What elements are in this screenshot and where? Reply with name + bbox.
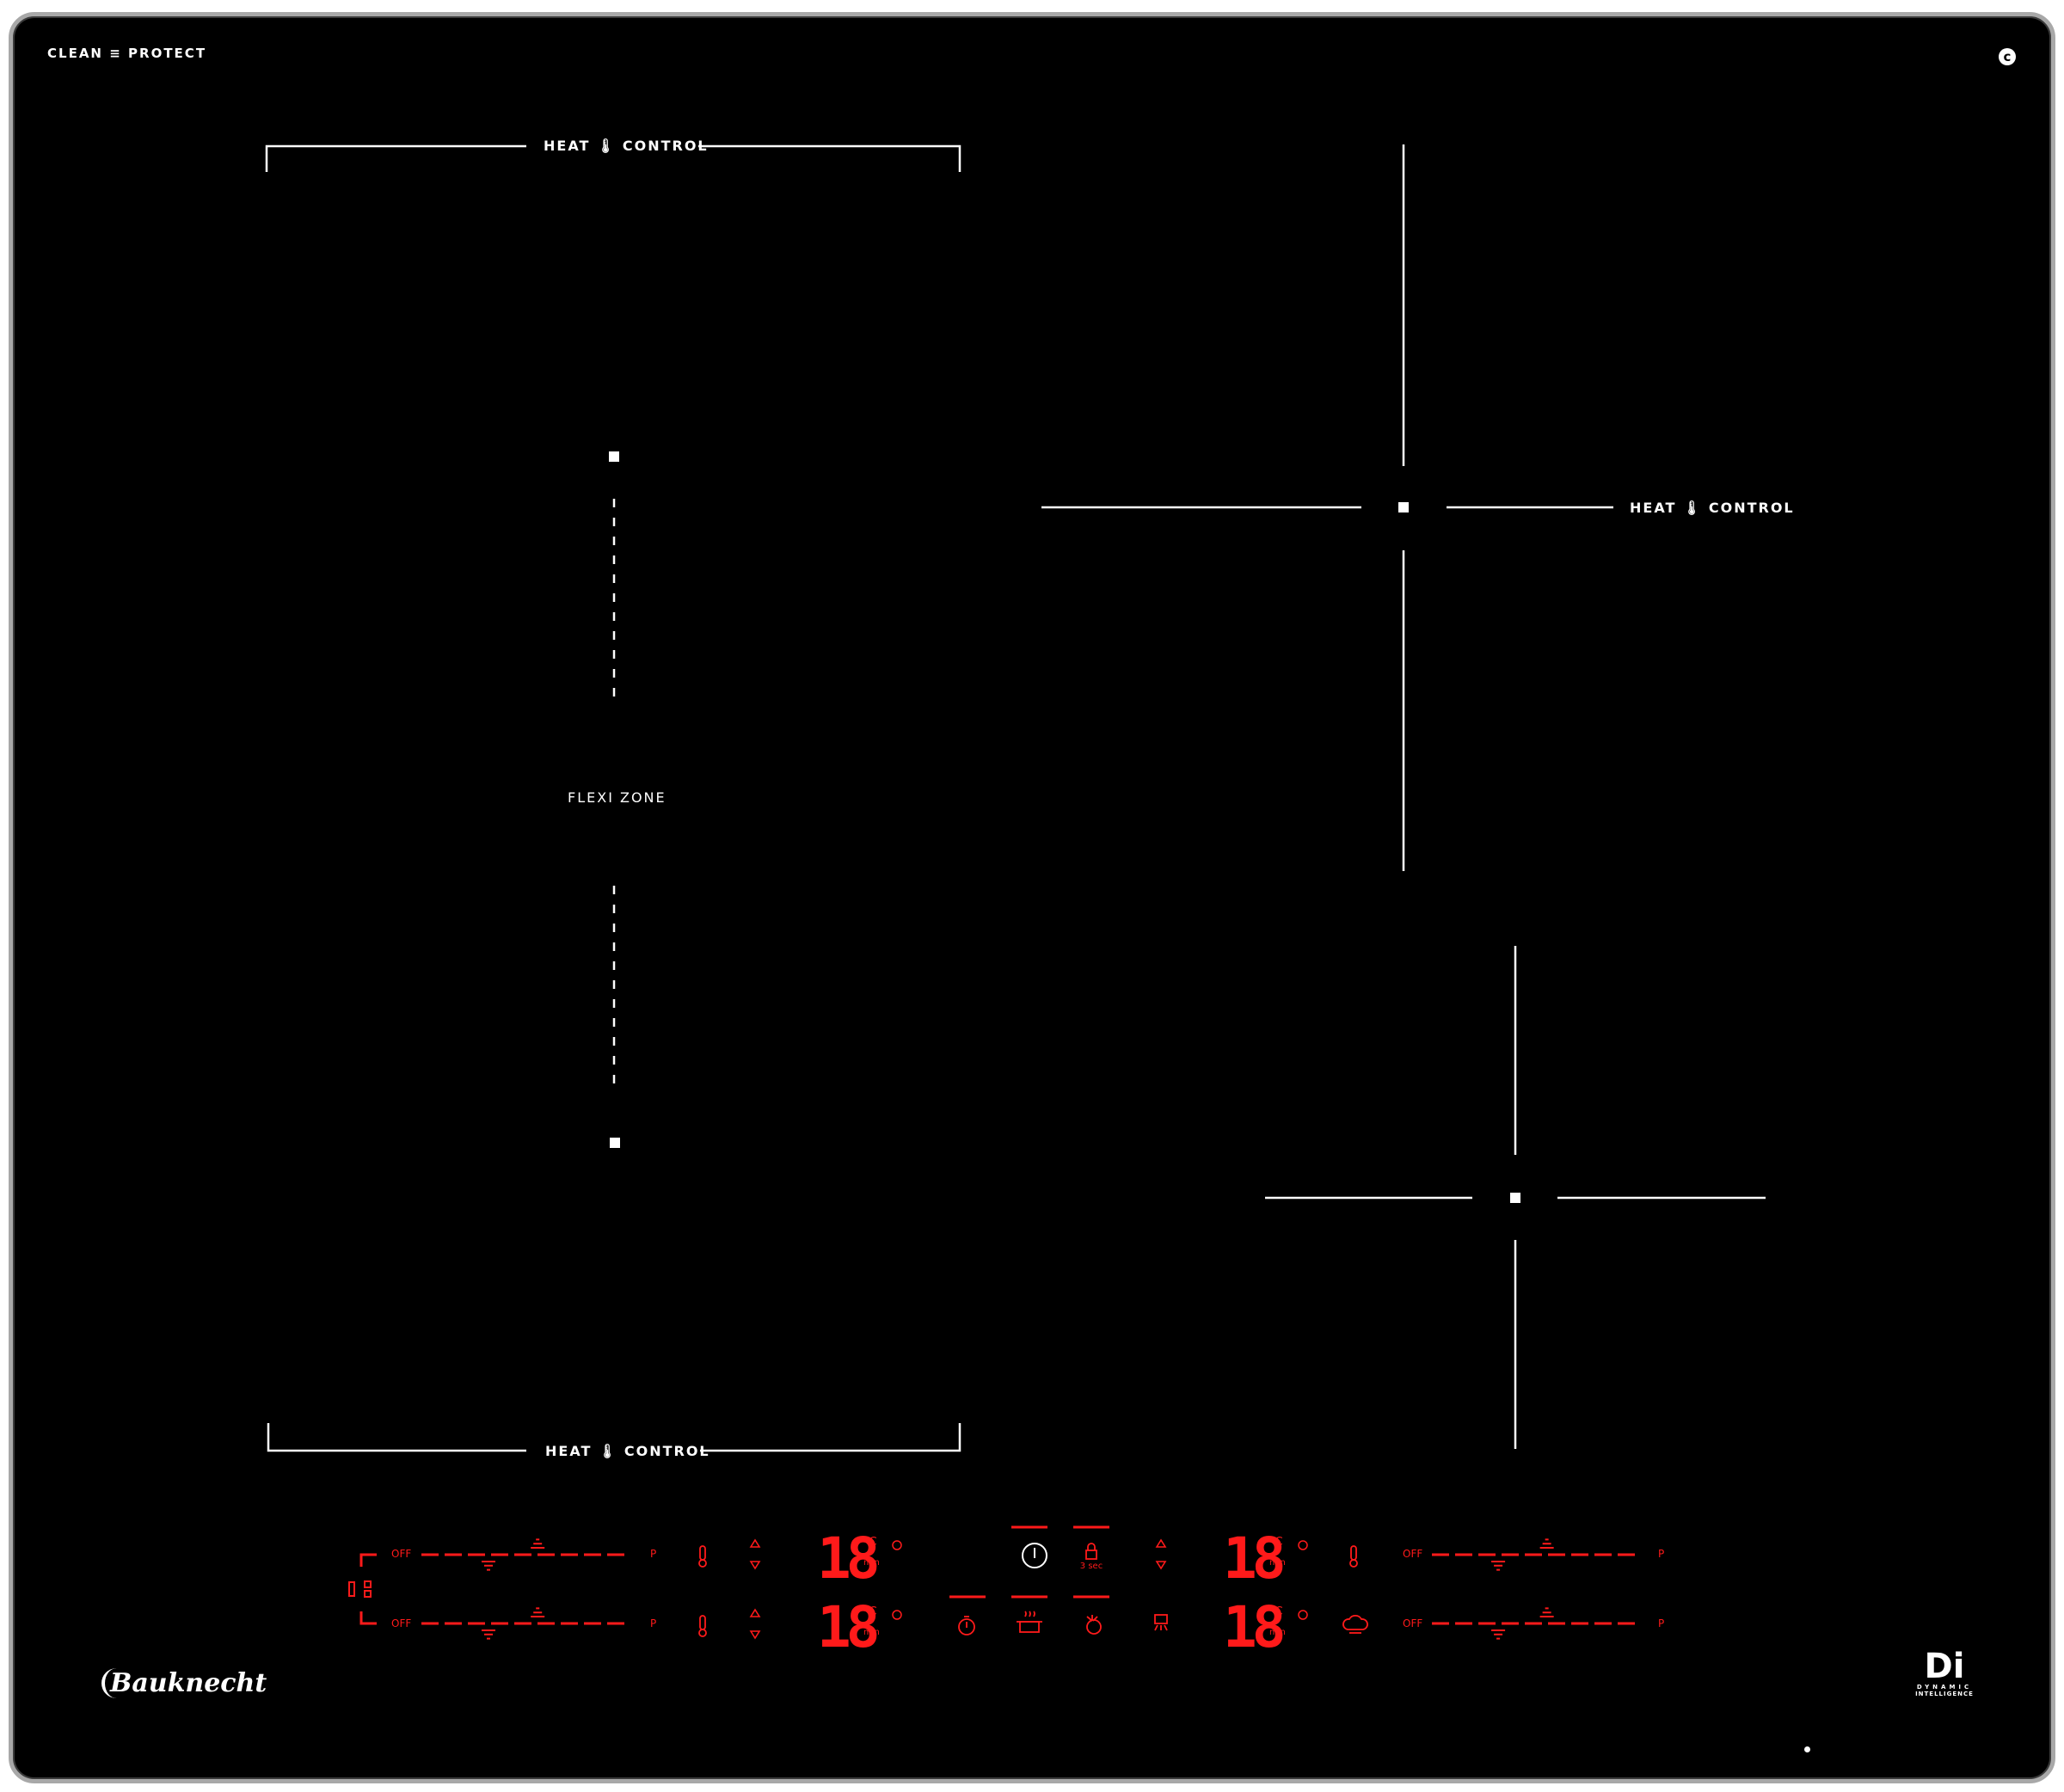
heat-control-label-top-left: HEAT 🌡︎ CONTROL xyxy=(544,138,709,154)
timer-clock-icons xyxy=(892,1540,1308,1620)
di-letters: Di xyxy=(1924,1647,1965,1686)
auto-cook-icon[interactable] xyxy=(1154,1614,1168,1631)
chef-hat-icon[interactable] xyxy=(1342,1614,1368,1634)
unit-celsius: °C xyxy=(1269,1605,1283,1618)
di-line1: DYNAMIC xyxy=(1916,1684,1973,1691)
thermometer-icon: 🌡︎ xyxy=(596,138,617,154)
control-bracket-icons xyxy=(348,1580,372,1598)
control-word: CONTROL xyxy=(1708,500,1795,516)
power-sliders[interactable] xyxy=(421,1538,1635,1640)
heat-control-button-left-bottom[interactable] xyxy=(698,1615,707,1637)
front-right-zone-center xyxy=(1510,1193,1520,1203)
heat-control-button-right-top[interactable] xyxy=(1349,1545,1358,1568)
center-control-bars xyxy=(949,1525,1109,1599)
bauknecht-logo: Bauknecht xyxy=(101,1668,267,1698)
timer-display-top-left: 18 xyxy=(817,1525,881,1592)
unit-minutes: min xyxy=(1269,1558,1286,1568)
flexi-zone-bottom-bracket xyxy=(267,1423,961,1452)
melt-function-icon[interactable] xyxy=(1086,1615,1102,1635)
unit-minutes: min xyxy=(863,1558,880,1568)
slider-off-label-bottom-left: OFF xyxy=(391,1617,412,1629)
pot-boil-icon[interactable] xyxy=(1017,1611,1042,1633)
corner-indicator-dot xyxy=(1804,1746,1810,1752)
unit-celsius: °C xyxy=(863,1536,877,1549)
rear-right-zone-center xyxy=(1398,502,1409,512)
slider-level-marker xyxy=(1539,1607,1554,1617)
heat-word: HEAT xyxy=(1630,500,1677,516)
timer-display-top-right: 18 xyxy=(1223,1525,1287,1592)
di-line2: INTELLIGENCE xyxy=(1915,1691,1974,1697)
front-right-zone-cross xyxy=(1265,946,1766,1449)
stopwatch-icon[interactable] xyxy=(958,1616,975,1636)
clean-protect-left: CLEAN xyxy=(47,46,103,61)
slider-p-label-top-right: P xyxy=(1658,1548,1665,1560)
certification-mark-icon: c xyxy=(1999,48,2016,65)
clean-protect-logo: CLEAN ≡ PROTECT xyxy=(47,46,206,61)
rear-right-zone-cross xyxy=(1041,144,1613,871)
heat-control-button-left-top[interactable] xyxy=(698,1545,707,1568)
power-button-icon[interactable] xyxy=(1022,1543,1047,1568)
control-bracket-left xyxy=(359,1553,377,1625)
unit-minutes: min xyxy=(863,1628,880,1637)
control-word: CONTROL xyxy=(622,138,709,154)
timer-display-bottom-right: 18 xyxy=(1223,1594,1287,1660)
control-word: CONTROL xyxy=(624,1443,710,1459)
heat-control-label-bottom-left: HEAT 🌡︎ CONTROL xyxy=(545,1443,710,1459)
dynamic-intelligence-logo: Di DYNAMIC INTELLIGENCE xyxy=(1906,1649,1983,1708)
slider-off-label-top-left: OFF xyxy=(391,1548,412,1560)
heat-word: HEAT xyxy=(545,1443,593,1459)
slider-level-marker xyxy=(531,1538,545,1549)
slider-p-label-bottom-left: P xyxy=(650,1617,657,1629)
timer-display-bottom-left: 18 xyxy=(817,1594,881,1660)
slider-level-marker xyxy=(1491,1629,1506,1640)
unit-celsius: °C xyxy=(863,1605,877,1618)
lock-icon[interactable] xyxy=(1085,1543,1097,1560)
lock-hold-label: 3 sec xyxy=(1080,1562,1103,1571)
slider-level-marker xyxy=(531,1607,545,1617)
arrow-up-down-buttons[interactable] xyxy=(749,1538,1167,1640)
slider-level-marker xyxy=(482,1629,495,1640)
thermometer-icon: 🌡︎ xyxy=(1682,500,1703,516)
slider-level-marker xyxy=(482,1561,495,1571)
flexi-zone-divider xyxy=(609,451,620,1148)
induction-hob-surface xyxy=(9,12,2055,1783)
slider-off-label-bottom-right: OFF xyxy=(1403,1617,1423,1629)
slider-p-label-top-left: P xyxy=(650,1548,657,1560)
slider-level-marker xyxy=(1491,1561,1506,1571)
shield-icon: ≡ xyxy=(109,46,122,61)
slider-off-label-top-right: OFF xyxy=(1403,1548,1423,1560)
heat-control-label-right: HEAT 🌡︎ CONTROL xyxy=(1630,500,1795,516)
thermometer-icon: 🌡︎ xyxy=(598,1443,618,1459)
flexi-zone-top-bracket xyxy=(265,144,961,172)
flexi-zone-label: FLEXI ZONE xyxy=(568,789,666,806)
clean-protect-right: PROTECT xyxy=(128,46,207,61)
slider-level-marker xyxy=(1539,1538,1554,1549)
unit-celsius: °C xyxy=(1269,1536,1283,1549)
unit-minutes: min xyxy=(1269,1628,1286,1637)
slider-p-label-bottom-right: P xyxy=(1658,1617,1665,1629)
heat-word: HEAT xyxy=(544,138,591,154)
